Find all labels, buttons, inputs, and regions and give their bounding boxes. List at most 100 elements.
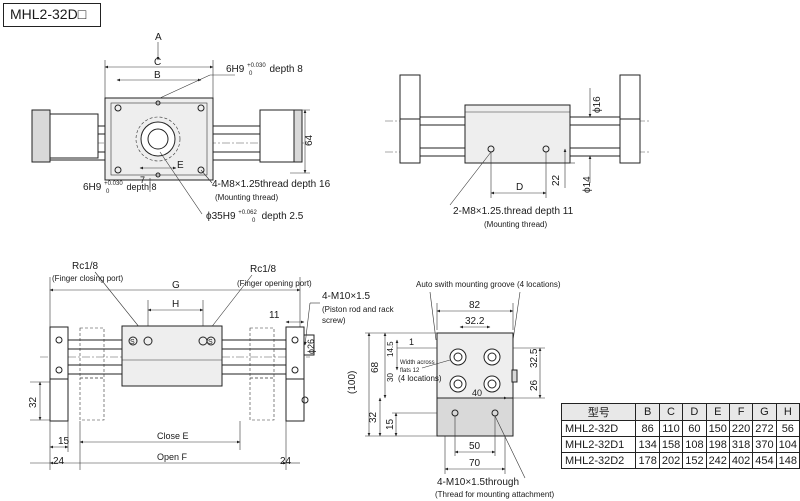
model-title: MHL2-32D□ [10, 6, 87, 22]
piston-label-1: (Piston rod and rack [322, 305, 395, 314]
label-11: 11 [269, 310, 280, 321]
table-cell: 454 [752, 452, 777, 469]
table-row: MHL2-32D2 178 202 152 242 402 454 148 [560, 452, 800, 469]
spec-table: 型号 B C D E F G H MHL2-32D 86 110 60 150 … [560, 403, 800, 469]
table-header-row: 型号 B C D E F G H [560, 403, 800, 421]
table-cell: 198 [705, 436, 730, 453]
h9-top: 6H9 +0.030 depth 8 [226, 59, 303, 75]
label-1: 1 [409, 337, 414, 347]
svg-text:S: S [208, 339, 213, 346]
label-24-left: 24 [53, 456, 65, 467]
label-h: H [172, 299, 179, 310]
table-cell: 134 [635, 436, 660, 453]
label-32-b: 32 [368, 411, 379, 423]
table-cell: 104 [775, 436, 800, 453]
rc-open-label: Rc1/8 [250, 264, 277, 275]
across-1: Width across [400, 360, 435, 366]
bore-callout: ϕ35H9 +0.062 depth 2.5 [206, 206, 304, 222]
m10-label: 4-M10×1.5 [322, 291, 371, 302]
label-15-b: 15 [385, 418, 396, 430]
mounting-thread-2: (Mounting thread) [484, 220, 547, 229]
label-32-2: 32.2 [465, 316, 485, 327]
label-c: C [154, 57, 161, 68]
h9-bot: 6H9 +0.030 depth 8 [83, 177, 156, 193]
table-cell: 148 [775, 452, 800, 469]
table-cell: MHL2-32D1 [560, 436, 637, 453]
label-64: 64 [304, 134, 315, 146]
right-view: ϕ16 ϕ14 22 D 2-M8×1.25.thread depth 11 (… [385, 74, 650, 229]
label-phi14: ϕ14 [582, 176, 593, 193]
table-cell: 272 [752, 420, 777, 437]
svg-text:S: S [130, 339, 135, 346]
four-loc: (4 locations) [398, 374, 442, 383]
label-32-left: 32 [28, 396, 39, 408]
groove-label: Auto swith mounting groove (4 locations) [416, 280, 561, 289]
table-header: 型号 [560, 403, 637, 421]
table-cell: 152 [682, 452, 707, 469]
table-cell: 108 [682, 436, 707, 453]
table-cell: MHL2-32D2 [560, 452, 637, 469]
table-row: MHL2-32D1 134 158 108 198 318 370 104 [560, 436, 800, 453]
table-cell: 178 [635, 452, 660, 469]
table-header: C [658, 403, 684, 421]
label-phi16: ϕ16 [592, 96, 603, 113]
table-cell: 242 [705, 452, 730, 469]
label-a: A [155, 32, 162, 43]
side-view: Auto swith mounting groove (4 locations)… [347, 280, 561, 499]
mounting-thread-1: (Mounting thread) [215, 193, 278, 202]
table-cell: 150 [705, 420, 730, 437]
label-14-5: 14.5 [386, 341, 395, 357]
rc-close-label: Rc1/8 [72, 261, 99, 272]
table-cell: 158 [658, 436, 684, 453]
table-header: H [775, 403, 800, 421]
label-30: 30 [386, 373, 395, 382]
table-header: G [752, 403, 777, 421]
table-cell: 86 [635, 420, 660, 437]
attach-label: (Thread for mounting attachment) [435, 490, 555, 499]
table-header: B [635, 403, 660, 421]
label-d: D [516, 182, 523, 193]
table-cell: 202 [658, 452, 684, 469]
piston-label-2: screw) [322, 316, 346, 325]
label-100: (100) [347, 371, 358, 394]
table-cell: 60 [682, 420, 707, 437]
label-70: 70 [469, 458, 481, 469]
table-cell: MHL2-32D [560, 420, 637, 437]
table-cell: 56 [775, 420, 800, 437]
label-g: G [172, 280, 180, 291]
label-phi26: ϕ26 [306, 339, 316, 354]
h9-top-sub: 0 [249, 71, 253, 77]
label-26: 26 [529, 379, 540, 391]
label-22: 22 [551, 174, 562, 186]
table-header: E [705, 403, 730, 421]
label-32-5: 32.5 [529, 348, 540, 368]
label-open-f: Open F [157, 452, 188, 462]
label-82: 82 [469, 300, 481, 311]
m8-16-callout: 4-M8×1.25thread depth 16 [212, 179, 331, 190]
h9-bot-sub: 0 [106, 189, 110, 195]
table-header: F [728, 403, 754, 421]
across-2: flats 12 [400, 368, 420, 374]
model-title-box: MHL2-32D□ [3, 3, 101, 27]
label-68: 68 [370, 361, 381, 373]
table-cell: 318 [728, 436, 754, 453]
table-header: D [682, 403, 707, 421]
label-40: 40 [472, 388, 482, 398]
top-view: A C B 64 [31, 32, 331, 224]
m10-through: 4-M10×1.5through [437, 477, 519, 488]
front-view: G H Rc1/8 (Finger closing port) Rc1/8 (F… [28, 261, 395, 470]
label-24-right: 24 [280, 456, 292, 467]
label-e: E [177, 160, 184, 171]
table-cell: 402 [728, 452, 754, 469]
table-cell: 220 [728, 420, 754, 437]
table-cell: 110 [658, 420, 684, 437]
m8-11-callout: 2-M8×1.25.thread depth 11 [453, 206, 574, 217]
table-cell: 370 [752, 436, 777, 453]
label-15: 15 [58, 436, 70, 447]
label-50: 50 [469, 441, 481, 452]
table-row: MHL2-32D 86 110 60 150 220 272 56 [560, 420, 800, 437]
bore-sub: 0 [252, 218, 256, 224]
label-close-e: Close E [157, 431, 189, 441]
label-b: B [154, 70, 161, 81]
